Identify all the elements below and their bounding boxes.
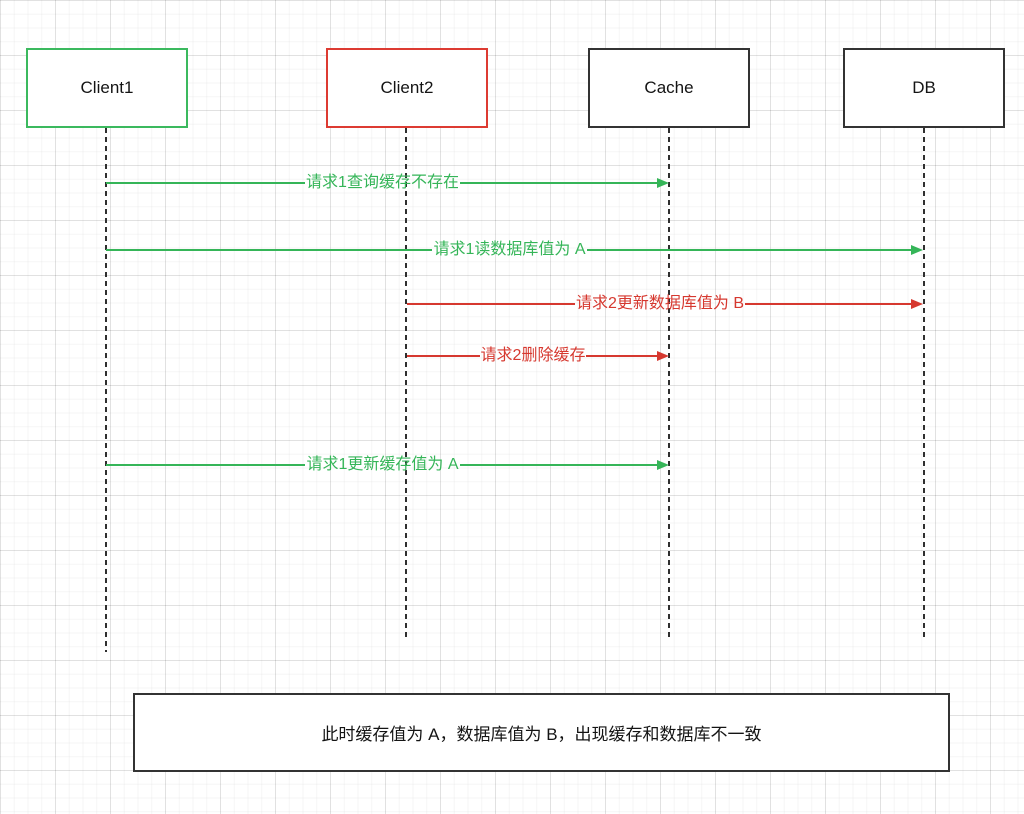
actor-box-client1: Client1 [26, 48, 188, 128]
message-3-line [745, 303, 913, 305]
message-3-line [407, 303, 575, 305]
arrowhead-icon [911, 245, 923, 255]
actor-box-db: DB [843, 48, 1005, 128]
message-3-label: 请求2更新数据库值为 B [575, 295, 745, 312]
message-1-line [459, 182, 659, 184]
message-4-label: 请求2删除缓存 [480, 347, 586, 364]
actor-label-cache: Cache [644, 78, 694, 97]
message-2-label: 请求1读数据库值为 A [433, 241, 586, 258]
message-5-label: 请求1更新缓存值为 A [306, 456, 459, 473]
arrowhead-icon [657, 351, 669, 361]
message-4-client2-to-cache: 请求2删除缓存 [407, 344, 669, 368]
actor-label-client2: Client2 [380, 78, 434, 97]
message-1-line [106, 182, 306, 184]
message-5-line [106, 464, 306, 466]
message-2-line [106, 249, 433, 251]
arrowhead-icon [657, 178, 669, 188]
actor-label-db: DB [912, 78, 936, 97]
lifeline-cache [668, 128, 670, 637]
arrowhead-icon [657, 460, 669, 470]
message-2-line [586, 249, 913, 251]
message-1-label: 请求1查询缓存不存在 [306, 174, 459, 191]
message-3-client2-to-db: 请求2更新数据库值为 B [407, 292, 923, 316]
lifeline-client1 [105, 128, 107, 652]
actor-label-client1: Client1 [80, 78, 134, 97]
lifeline-client2 [405, 128, 407, 638]
message-2-client1-to-db: 请求1读数据库值为 A [106, 238, 923, 262]
actor-box-client2: Client2 [326, 48, 488, 128]
message-1-client1-to-cache: 请求1查询缓存不存在 [106, 171, 669, 195]
lifeline-db [923, 128, 925, 638]
message-5-line [459, 464, 659, 466]
message-4-line [586, 355, 659, 357]
message-4-line [407, 355, 480, 357]
arrowhead-icon [911, 299, 923, 309]
note-text: 此时缓存值为 A，数据库值为 B，出现缓存和数据库不一致 [321, 725, 762, 744]
actor-box-cache: Cache [588, 48, 750, 128]
message-5-client1-to-cache: 请求1更新缓存值为 A [106, 453, 669, 477]
note-box: 此时缓存值为 A，数据库值为 B，出现缓存和数据库不一致 [133, 693, 950, 772]
